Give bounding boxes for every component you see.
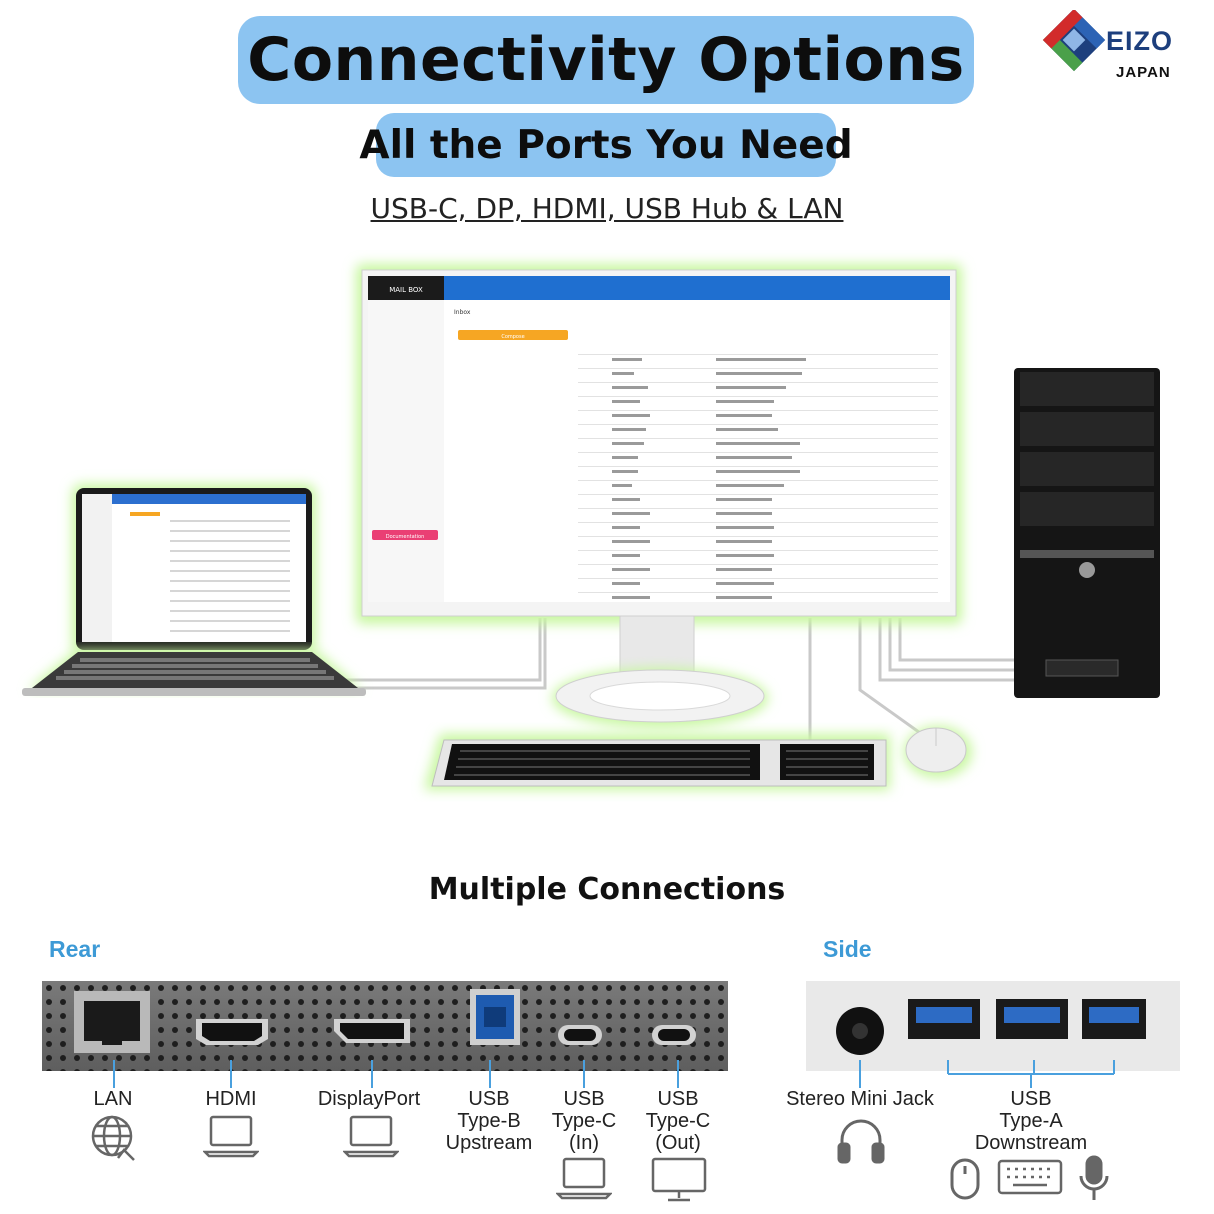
keyboard-icon xyxy=(997,1159,1063,1195)
mouse xyxy=(904,726,972,778)
port-label-usb-a: USB Type-A Downstream xyxy=(974,1088,1088,1154)
port-connector-lines xyxy=(113,1060,1115,1088)
side-label: Side xyxy=(823,936,872,962)
usb-a-port-1 xyxy=(908,999,980,1039)
usb-c-in-port xyxy=(558,1025,602,1045)
monitor-icon xyxy=(651,1157,707,1202)
desktop-tower xyxy=(1014,368,1160,698)
screen-page-title: Inbox xyxy=(454,309,471,316)
brand-name: EIZO xyxy=(1106,26,1174,56)
port-label-displayport: DisplayPort xyxy=(317,1088,421,1110)
title-pill: Connectivity Options xyxy=(238,16,974,104)
port-label-usb-c-out: USB Type-C (Out) xyxy=(645,1088,711,1154)
port-label-usb-c-in: USB Type-C (In) xyxy=(551,1088,617,1154)
section-heading: Multiple Connections xyxy=(428,872,786,907)
port-label-stereo-jack: Stereo Mini Jack xyxy=(786,1088,934,1110)
compose-button: Compose xyxy=(501,334,524,340)
app-title: MAIL BOX xyxy=(389,286,423,294)
usb-a-port-3 xyxy=(1082,999,1146,1039)
device-scene: MAIL BOX Documentation Inbox Compose xyxy=(22,264,1160,790)
usb-b-port xyxy=(470,989,520,1045)
laptop-icon xyxy=(203,1115,259,1158)
laptop-icon xyxy=(556,1157,612,1200)
ports-summary: USB-C, DP, HDMI, USB Hub & LAN xyxy=(370,192,844,225)
page-subtitle: All the Ports You Need xyxy=(359,122,853,168)
laptop-icon xyxy=(343,1115,399,1158)
microphone-icon xyxy=(1079,1155,1109,1200)
displayport-port xyxy=(334,1019,410,1043)
rear-panel xyxy=(42,981,728,1071)
lan-port xyxy=(74,991,150,1053)
mouse-icon xyxy=(950,1158,980,1200)
documentation-link: Documentation xyxy=(386,534,425,540)
audio-jack xyxy=(836,1007,884,1055)
side-panel xyxy=(806,981,1180,1071)
usb-c-out-port xyxy=(652,1025,696,1045)
usb-a-port-2 xyxy=(996,999,1068,1039)
brand-country: JAPAN xyxy=(1116,64,1171,81)
cables xyxy=(320,618,1018,742)
port-label-usb-b: USB Type-B Upstream xyxy=(445,1088,533,1154)
eizo-logo xyxy=(1042,10,1106,72)
laptop xyxy=(22,484,366,696)
monitor: MAIL BOX Documentation Inbox Compose xyxy=(356,264,962,728)
globe-icon xyxy=(91,1115,135,1161)
subtitle-pill: All the Ports You Need xyxy=(359,113,853,177)
rear-label: Rear xyxy=(49,936,101,962)
port-label-lan: LAN xyxy=(93,1088,133,1110)
keyboard xyxy=(424,734,890,790)
port-label-hdmi: HDMI xyxy=(205,1088,257,1110)
page-title: Connectivity Options xyxy=(247,25,965,95)
hdmi-port xyxy=(196,1019,268,1045)
headphones-icon xyxy=(837,1119,885,1164)
